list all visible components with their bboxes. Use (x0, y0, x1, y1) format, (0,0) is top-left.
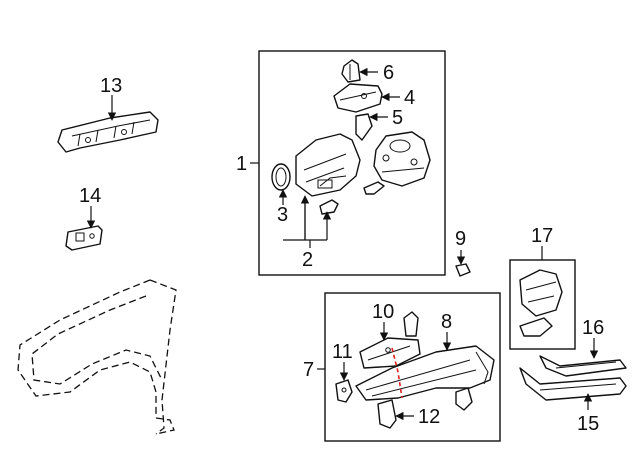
callout-2: 2 (302, 249, 313, 271)
callout-16: 16 (582, 317, 604, 339)
callout-17: 17 (531, 225, 553, 247)
part-6-clip[interactable] (341, 59, 361, 83)
part-2-clip[interactable] (319, 199, 339, 215)
part-14-plate[interactable] (65, 225, 103, 251)
callout-6: 6 (383, 62, 394, 84)
part-9-clip[interactable] (455, 263, 471, 277)
callout-8: 8 (441, 311, 452, 333)
part-17-bracket[interactable] (519, 269, 563, 337)
part-12-gusset[interactable] (377, 399, 397, 429)
callout-14: 14 (79, 185, 101, 207)
callout-7: 7 (303, 359, 314, 381)
callout-15: 15 (577, 413, 599, 435)
callout-13: 13 (100, 75, 122, 97)
callout-3: 3 (277, 204, 288, 226)
small-tab[interactable] (363, 181, 385, 195)
part-5-cap[interactable] (355, 113, 373, 141)
part-16-rail[interactable] (539, 355, 627, 377)
callout-5: 5 (392, 107, 403, 129)
part-15-rail[interactable] (519, 367, 627, 401)
callout-10: 10 (372, 301, 394, 323)
part-1-apron[interactable] (295, 133, 361, 197)
callout-11: 11 (332, 341, 353, 363)
part-11-clip[interactable] (335, 379, 353, 403)
part-4-member[interactable] (333, 83, 383, 113)
leader-lines (86, 67, 599, 421)
part-13-bracket[interactable] (57, 111, 159, 153)
small-gusset-right[interactable] (455, 387, 473, 411)
callout-4: 4 (404, 87, 415, 109)
group-box-lower (324, 292, 501, 442)
callout-12: 12 (418, 406, 440, 428)
shock-tower[interactable] (373, 131, 431, 187)
part-8-rail[interactable] (355, 345, 495, 401)
part-3-seal[interactable] (271, 163, 291, 191)
callout-9: 9 (455, 228, 466, 250)
callout-1: 1 (236, 153, 247, 175)
fender-outline (17, 279, 177, 435)
weld-line-red (391, 347, 403, 399)
small-clip-top[interactable] (403, 311, 419, 337)
